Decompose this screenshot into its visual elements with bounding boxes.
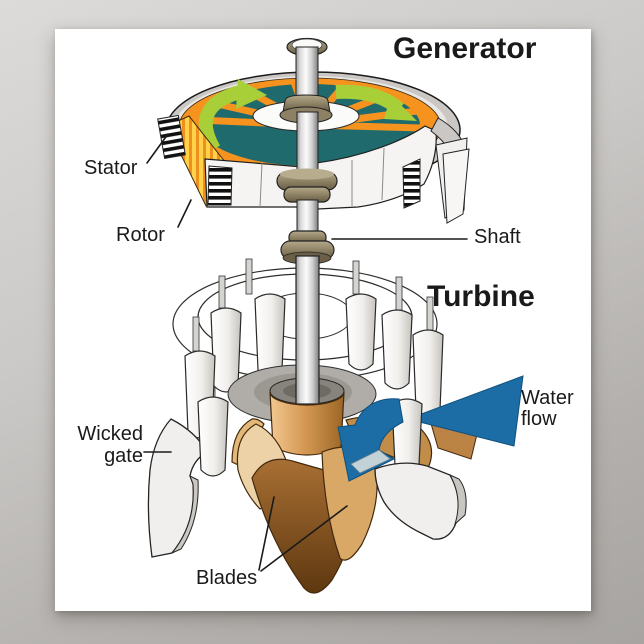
rotor-label: Rotor (116, 224, 165, 246)
gate-vane (184, 293, 444, 439)
rotation-arrowhead-left (236, 79, 267, 109)
stator-lamination-left-inner (207, 165, 233, 206)
gate-housing-left (147, 418, 208, 558)
stator-lamination-right (402, 158, 421, 209)
blades-leader-left (258, 496, 275, 571)
water-flow-arrow (406, 375, 524, 447)
water-arrow-body (406, 375, 524, 447)
gate-vane-front-left (197, 396, 229, 477)
wicked-gate-line2: gate (104, 445, 143, 467)
rotation-arrows (198, 79, 417, 153)
stator-panel-front (442, 148, 470, 224)
blades-label: Blades (196, 567, 258, 589)
stator-label: Stator (84, 157, 138, 179)
stator-lamination-left-outer (157, 114, 186, 160)
rotor-leader (177, 199, 192, 228)
shaft-label: Shaft (474, 226, 521, 248)
water-flow-line2: flow (521, 408, 557, 430)
rotation-arrowhead-right (384, 95, 417, 121)
stator-leader (146, 133, 169, 164)
shaft-lower (295, 255, 320, 405)
blades-leader-right (260, 505, 348, 572)
runner-hub (269, 391, 345, 456)
water-sheet (350, 449, 391, 474)
water-flow-line1: Water (521, 387, 574, 409)
wicked-gate-line1: Wicked (77, 423, 143, 445)
shaft-bearing-upper (276, 168, 338, 203)
gate-housing-right (374, 462, 467, 540)
shaft-column (276, 37, 338, 265)
turbine-title: Turbine (427, 280, 535, 313)
leader-lines (143, 133, 468, 572)
generator-title: Generator (393, 32, 537, 65)
